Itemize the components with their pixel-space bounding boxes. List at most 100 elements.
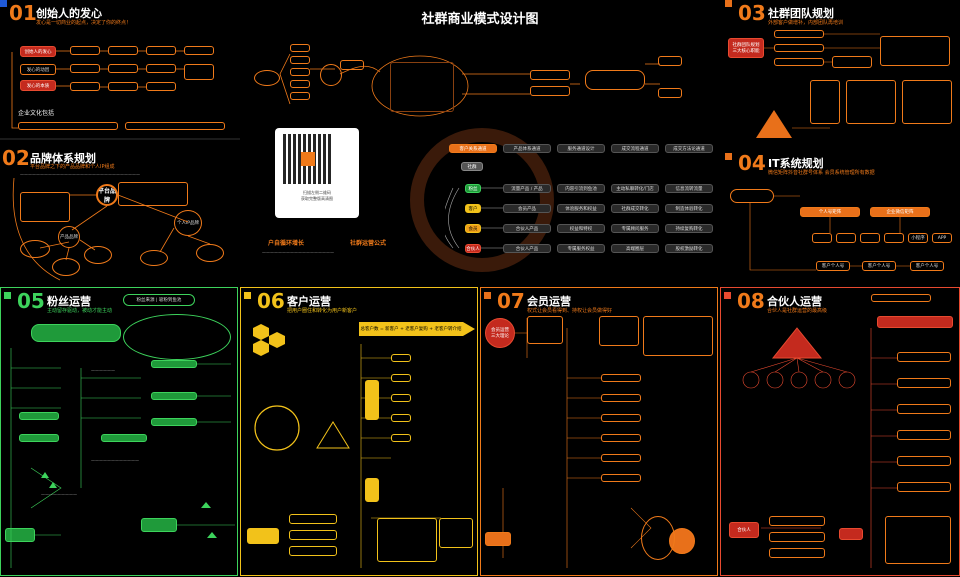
node-founder-intent: 创始人的发心 bbox=[20, 46, 56, 57]
flow-inner-grid bbox=[390, 62, 454, 112]
platform-brand-node: 平台品牌 bbox=[96, 184, 118, 206]
fan-stage-3 bbox=[151, 418, 197, 426]
member-box-3 bbox=[643, 316, 713, 356]
section-title: 粉丝运营 bbox=[47, 295, 91, 308]
section-subtitle: 主动留存驱动，被动才能主动 bbox=[47, 308, 113, 314]
section-subtitle: 微信矩阵抖音社群号体系 会员系统管理所有数据 bbox=[768, 170, 875, 176]
red-corner-marker bbox=[724, 292, 731, 299]
node-6 bbox=[108, 64, 138, 73]
page-title: 社群商业模式设计图 bbox=[421, 12, 539, 27]
team-branch-3 bbox=[774, 58, 824, 66]
node-8 bbox=[184, 64, 214, 80]
growth-loop-label: 户自循环增长 bbox=[268, 240, 305, 247]
flow-col-node-5 bbox=[290, 92, 310, 100]
brand-detail-left bbox=[20, 192, 70, 222]
customer-step-5 bbox=[391, 434, 411, 442]
team-bottom-3 bbox=[902, 80, 952, 124]
section-06: 06 客户运营 把用户圈住和转化为用户新客户 总客户数 = 新客户 + 老客户复… bbox=[240, 287, 478, 576]
section-number: 06 bbox=[257, 289, 285, 313]
customer-step-1 bbox=[391, 354, 411, 362]
partner-step-2 bbox=[897, 378, 951, 388]
it-node-c bbox=[860, 233, 880, 243]
partner-step-5 bbox=[897, 456, 951, 466]
section-number: 07 bbox=[497, 289, 525, 313]
member-box-1 bbox=[527, 316, 563, 344]
row-tag-fans: 粉丝 bbox=[465, 184, 481, 193]
flow-col-node-3 bbox=[290, 68, 310, 76]
node-4 bbox=[184, 46, 214, 55]
flow-right-node-1 bbox=[530, 70, 570, 80]
cell-3-4: 持续复购转化 bbox=[665, 224, 713, 233]
section-number: 02 bbox=[2, 146, 30, 170]
matrix-arc-connectors bbox=[445, 187, 503, 249]
node-intent-motive: 发心的动因 bbox=[20, 64, 56, 75]
flow-col-node-4 bbox=[290, 80, 310, 88]
section-title: IT系统规划 bbox=[768, 157, 824, 170]
partner-bottom-box-2 bbox=[769, 532, 825, 542]
team-branch-2 bbox=[774, 44, 824, 52]
col-head-2: 产品体系通道 bbox=[503, 144, 551, 153]
cell-4-2: 专属服务权益 bbox=[557, 244, 605, 253]
customer-step-4 bbox=[391, 414, 411, 422]
section-02: 02 品牌体系规划 平台品牌之下的产品品牌和个人IP组成 ———————————… bbox=[0, 140, 240, 285]
partner-bottom-box-3 bbox=[769, 548, 825, 558]
team-core-node: 社群团队规划 三大核心职能 bbox=[728, 38, 764, 58]
cell-2-3: 社群成交转化 bbox=[611, 204, 659, 213]
row-tag-customer: 客户 bbox=[465, 204, 481, 213]
product-brand-node: 产品品牌 bbox=[58, 226, 80, 248]
section-title: 社群团队规划 bbox=[768, 7, 834, 20]
section-03-connectors bbox=[756, 33, 880, 138]
row-tag-partner: 合伙人 bbox=[465, 244, 481, 253]
flow-col-node-2 bbox=[290, 56, 310, 64]
flow-hub-node bbox=[320, 64, 342, 86]
team-branch-1 bbox=[774, 30, 824, 38]
cell-4-3: 高端圈层 bbox=[611, 244, 659, 253]
node-11 bbox=[146, 82, 176, 91]
fan-details-2: ———————————— bbox=[91, 458, 139, 463]
it-node-a bbox=[812, 233, 832, 243]
orange-corner-marker bbox=[725, 0, 732, 7]
cell-3-3: 专属顾问服务 bbox=[611, 224, 659, 233]
orange-corner-marker bbox=[484, 292, 491, 299]
brand-leaf-3 bbox=[84, 246, 112, 264]
mini-program-node: 小程序 bbox=[908, 233, 928, 243]
section-number: 08 bbox=[737, 289, 765, 313]
cell-1-1: 流量产品 / 产品 bbox=[503, 184, 551, 193]
node-5 bbox=[70, 64, 100, 73]
col-head-4: 成交流程通道 bbox=[611, 144, 659, 153]
fan-stage-4 bbox=[19, 434, 59, 442]
member-box-2 bbox=[599, 316, 639, 346]
formula-label: 社群运营公式 bbox=[350, 240, 387, 247]
flow-group-node bbox=[340, 60, 364, 70]
culture-box-2 bbox=[125, 122, 225, 130]
fan-stage-2 bbox=[151, 392, 197, 400]
member-core-node: 会员运营 三大理论 bbox=[485, 318, 515, 348]
section-number: 04 bbox=[738, 151, 766, 175]
qr-logo-icon bbox=[301, 152, 315, 166]
customer-bottom-panel-2 bbox=[439, 518, 473, 548]
team-detail-1 bbox=[832, 56, 872, 68]
row-tag-member: 会员 bbox=[465, 224, 481, 233]
pyramid-icon bbox=[756, 110, 792, 138]
col-head-3: 服务通道设计 bbox=[557, 144, 605, 153]
culture-box-1 bbox=[18, 122, 118, 130]
section-number: 03 bbox=[738, 1, 766, 25]
node-2 bbox=[108, 46, 138, 55]
node-1 bbox=[70, 46, 100, 55]
center-matrix: 客户关系通道 产品体系通道 服务通道设计 成交流程通道 成交方法论通道 社群 粉… bbox=[445, 140, 715, 265]
center-flow-connectors bbox=[279, 53, 660, 117]
cell-2-1: 会员产品 bbox=[503, 204, 551, 213]
it-node-b bbox=[836, 233, 856, 243]
partner-step-3 bbox=[897, 404, 951, 414]
member-step-3 bbox=[601, 414, 641, 422]
partner-tree-top bbox=[871, 294, 931, 302]
flow-right-node-3 bbox=[585, 70, 645, 90]
node-3 bbox=[146, 46, 176, 55]
personal-ip-node: 个人IP品牌 bbox=[174, 210, 202, 236]
section-subtitle: 权式让会员看得到、持权让会员做得好 bbox=[527, 308, 613, 314]
customer-account-3: 客户个人号 bbox=[910, 261, 944, 271]
fan-flow-banner bbox=[31, 324, 121, 342]
fan-product-node bbox=[141, 518, 177, 532]
cell-2-2: 体验服务和权益 bbox=[557, 204, 605, 213]
hub-node: 社群 bbox=[461, 162, 483, 171]
